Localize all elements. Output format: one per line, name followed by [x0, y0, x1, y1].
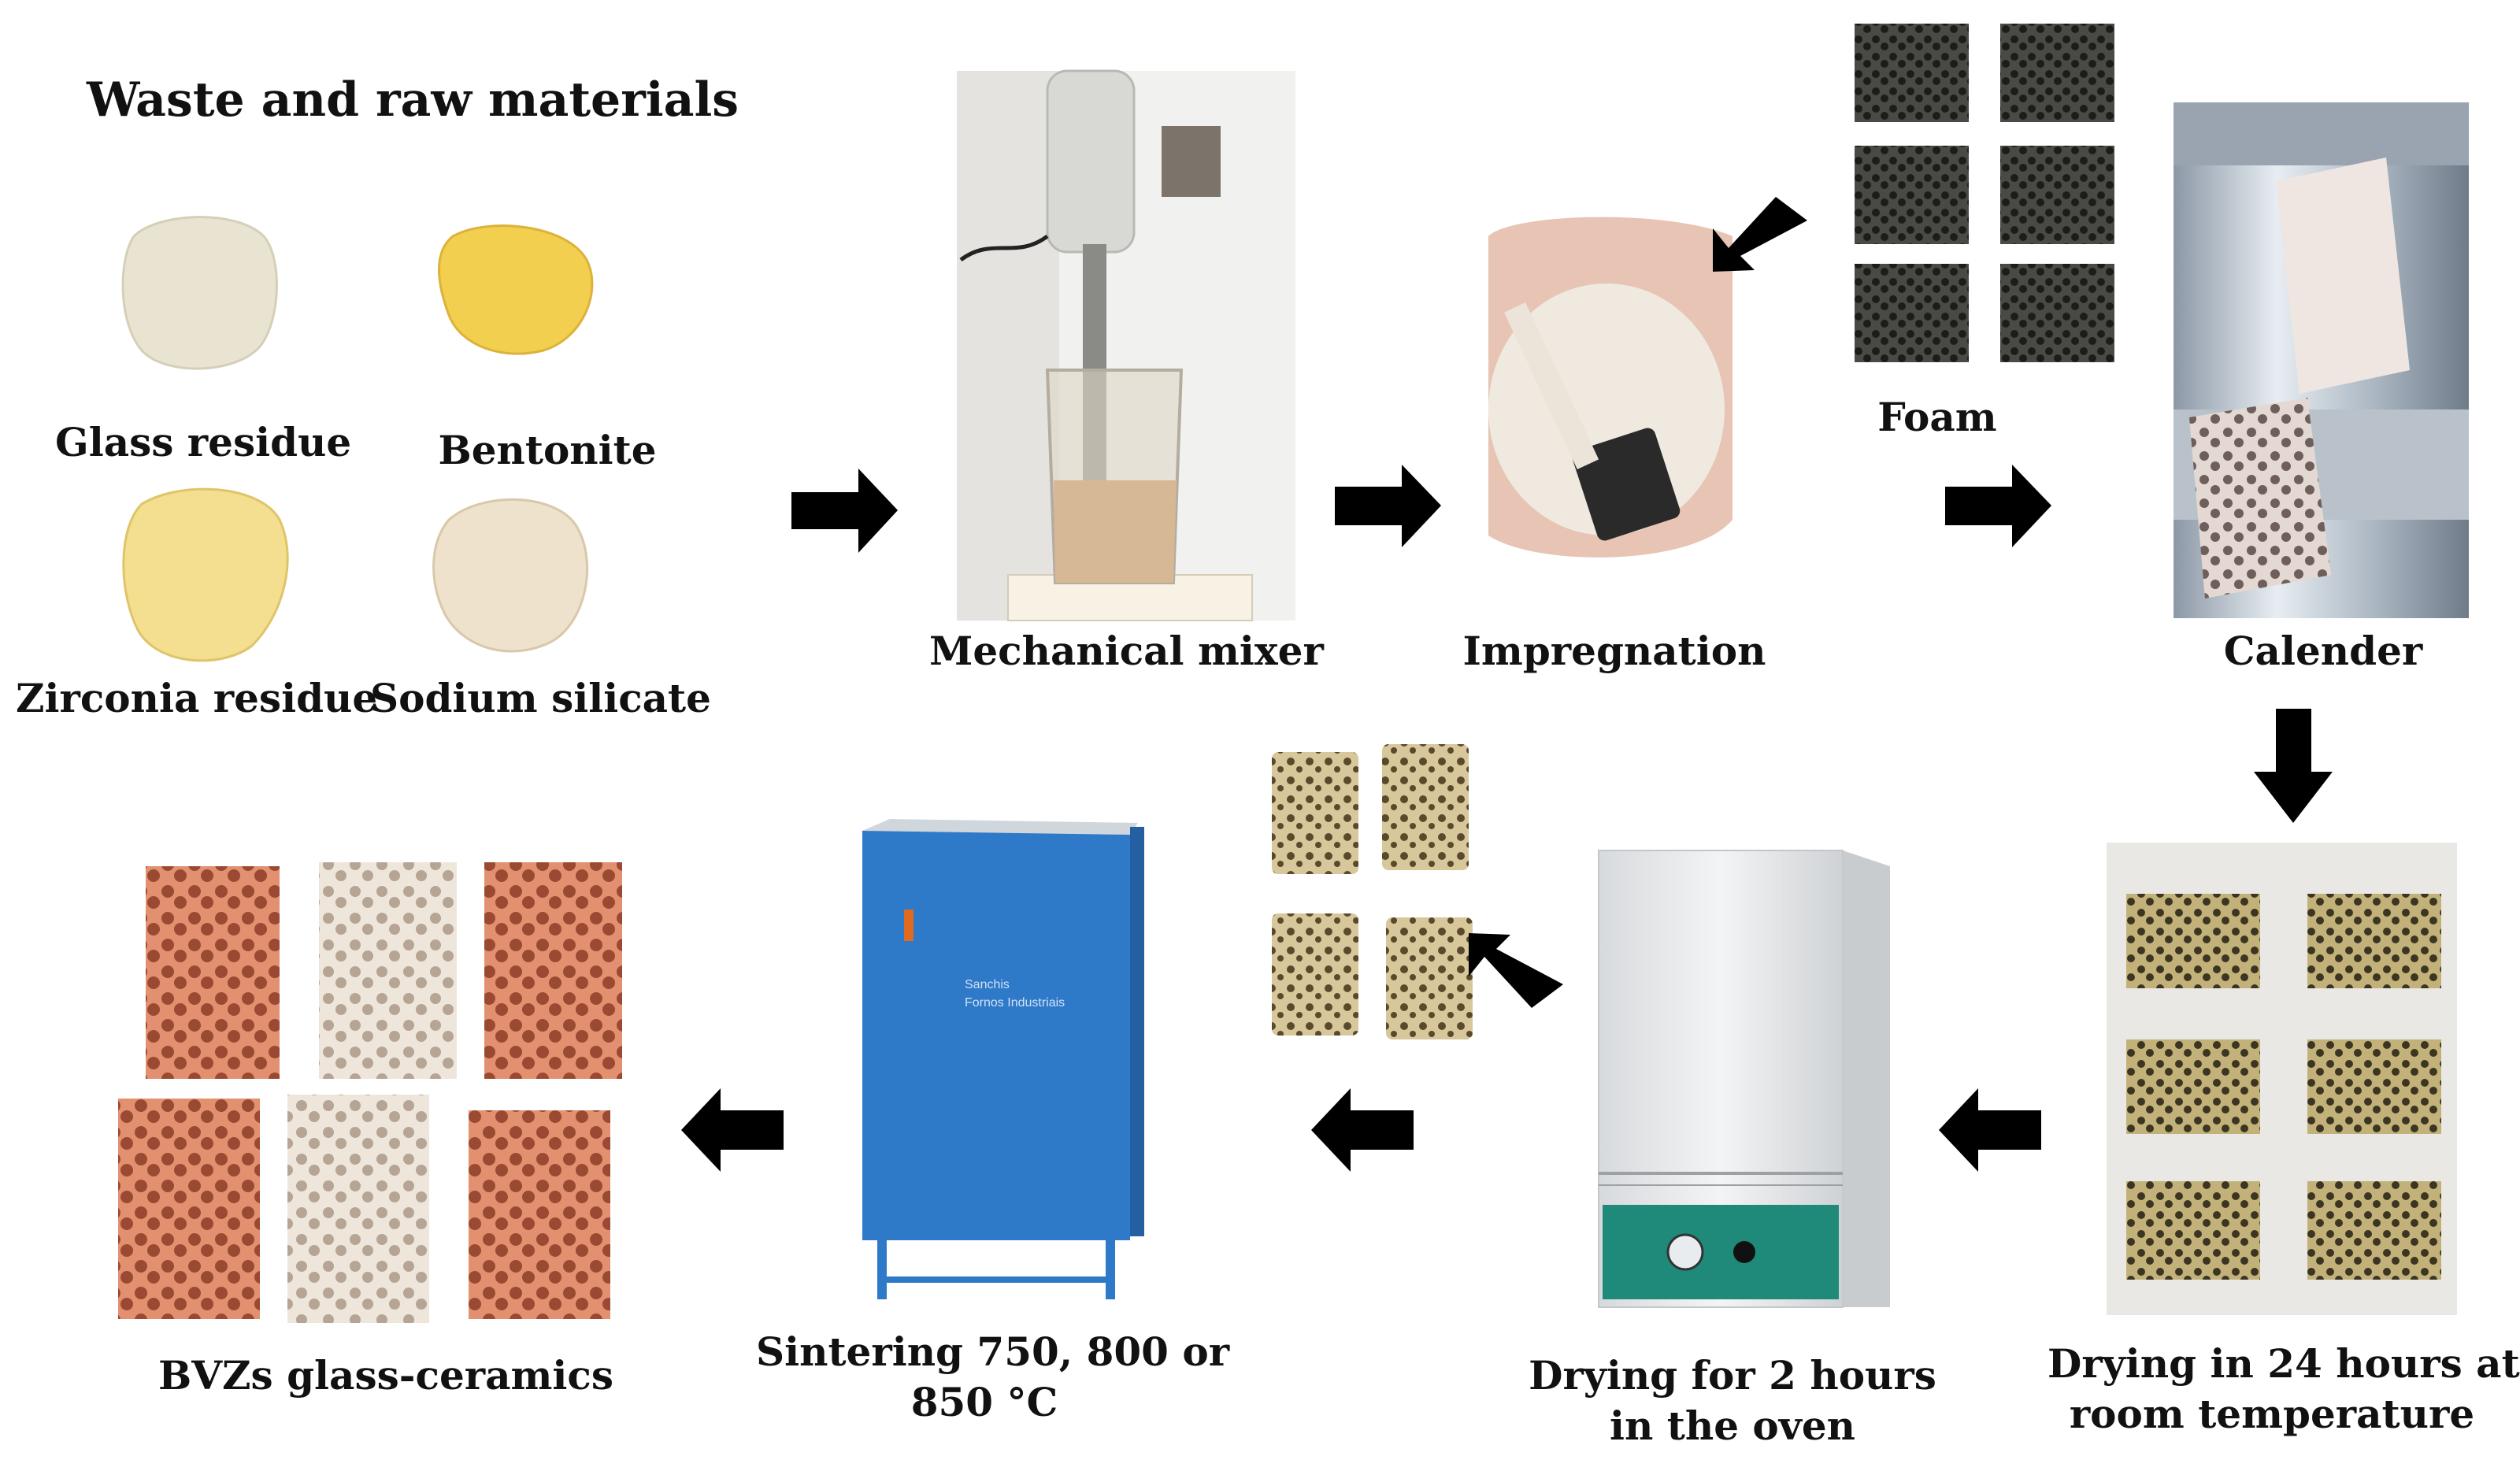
coated-foam-pieces — [1272, 744, 1473, 1039]
drying-24h-line2: room temperature — [2069, 1391, 2475, 1437]
zirconia-residue-label: Zirconia residue — [16, 675, 378, 721]
arrow-left-1 — [1939, 1088, 2041, 1172]
foam-label: Foam — [1877, 394, 1997, 440]
impregnation-photo — [1488, 217, 1732, 558]
arrow-diag-oven — [1469, 933, 1563, 1008]
oven-drying-label: Drying for 2 hours in the oven — [1520, 1351, 1945, 1451]
sodium-silicate-powder — [432, 498, 589, 653]
sintering-label: Sintering 750, 800 or 850 °C — [756, 1327, 1230, 1428]
dried-foam-photo — [2107, 843, 2457, 1315]
sodium-silicate-label: Sodium silicate — [370, 675, 711, 721]
arrow-right-3 — [1945, 465, 2051, 547]
drying-24h-line1: Drying in 24 hours at — [2048, 1340, 2520, 1387]
impregnation-label: Impregnation — [1462, 628, 1766, 674]
oven-drying-line2: in the oven — [1610, 1402, 1855, 1449]
glass-residue-powder — [121, 216, 278, 370]
calender-label: Calender — [2223, 628, 2423, 674]
oven-drying-line1: Drying for 2 hours — [1529, 1352, 1936, 1399]
mechanical-mixer-photo — [957, 69, 1295, 621]
furnace-photo — [862, 819, 1144, 1299]
zirconia-residue-powder — [122, 487, 289, 662]
arrow-right-1 — [791, 469, 898, 553]
furnace-brand-line2: Fornos Industriais — [965, 996, 1065, 1010]
sintering-line1: Sintering 750, 800 or — [756, 1328, 1230, 1375]
furnace-brand-line1: Sanchis — [965, 978, 1010, 991]
glass-ceramics-label: BVZs glass-ceramics — [158, 1352, 613, 1399]
arrow-right-2 — [1335, 465, 1441, 547]
foam-pieces — [1855, 24, 2114, 362]
arrow-left-3 — [681, 1088, 784, 1172]
sintering-line2: 850 °C — [910, 1379, 1058, 1425]
glass-residue-label: Glass residue — [55, 419, 352, 465]
bentonite-label: Bentonite — [438, 427, 657, 473]
arrow-left-2 — [1311, 1088, 1414, 1172]
bentonite-powder — [438, 224, 594, 355]
drying-24h-label: Drying in 24 hours at room temperature — [2048, 1339, 2520, 1440]
arrow-down — [2254, 709, 2333, 823]
glass-ceramic-samples — [118, 862, 622, 1323]
calender-photo — [2174, 102, 2469, 618]
oven-photo — [1598, 850, 1890, 1308]
mechanical-mixer-label: Mechanical mixer — [929, 628, 1324, 674]
arrow-diag-foam — [1713, 197, 1807, 272]
materials-title: Waste and raw materials — [87, 72, 739, 128]
